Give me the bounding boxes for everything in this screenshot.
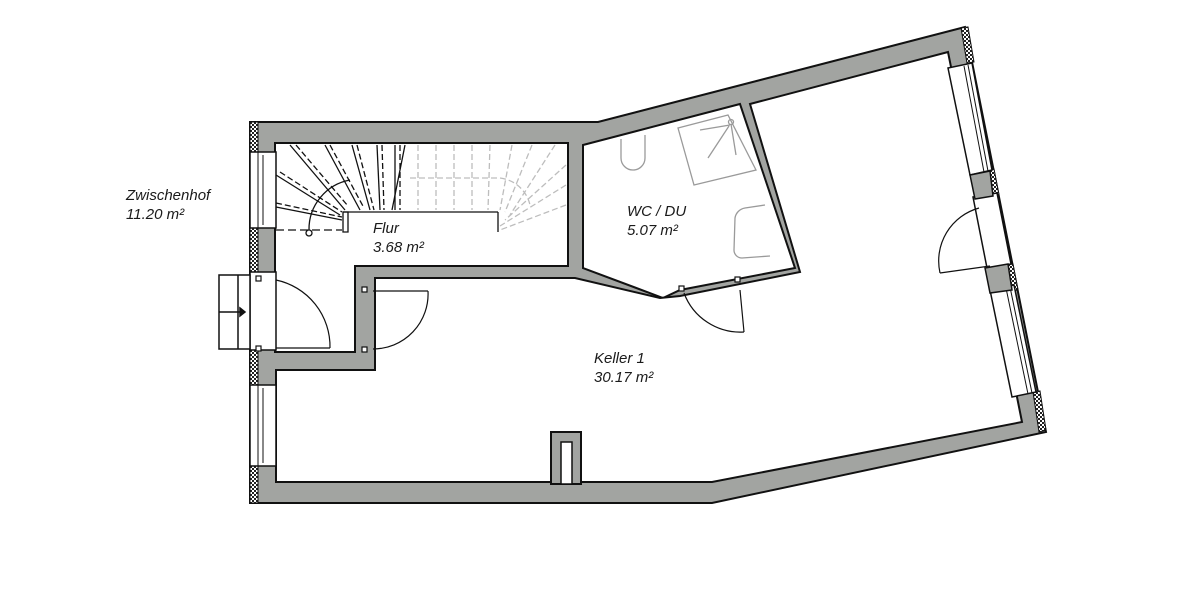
- room-name: Keller 1: [594, 350, 645, 367]
- room-floors: [274, 50, 1024, 483]
- room-name: Zwischenhof: [126, 187, 211, 204]
- door-swings: [255, 207, 991, 353]
- room-name: WC / DU: [627, 203, 687, 220]
- left-windows: [249, 121, 277, 504]
- room-name: Flur: [373, 220, 399, 237]
- room-area: 30.17 m²: [594, 369, 654, 386]
- right-windows: [947, 26, 1047, 433]
- sink-icon: [733, 204, 771, 259]
- bathroom-fixtures: [620, 114, 771, 259]
- chimney: [550, 431, 582, 485]
- room-area: 11.20 m²: [126, 206, 185, 223]
- toilet-icon: [620, 135, 646, 171]
- exterior-steps: [218, 274, 251, 350]
- room-area: 3.68 m²: [373, 239, 424, 256]
- room-label-zwischenhof: Zwischenhof 11.20 m²: [126, 186, 210, 224]
- room-label-keller: Keller 1 30.17 m²: [594, 349, 653, 387]
- room-label-flur: Flur 3.68 m²: [373, 219, 424, 257]
- room-area: 5.07 m²: [627, 222, 678, 239]
- shower-icon: [677, 114, 757, 186]
- staircase: [275, 144, 567, 237]
- room-label-wc-du: WC / DU 5.07 m²: [627, 202, 686, 240]
